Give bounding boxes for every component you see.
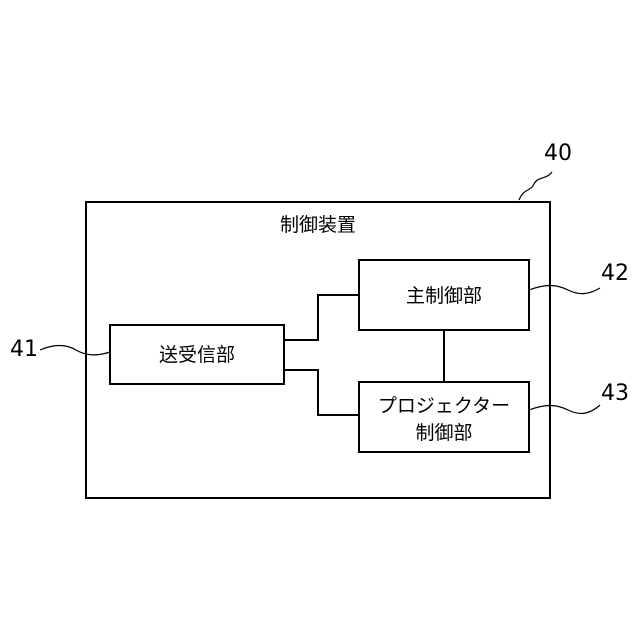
ref-number-43: 43 xyxy=(601,381,629,406)
control-device-title: 制御装置 xyxy=(280,214,356,236)
ref-number-41: 41 xyxy=(10,337,38,362)
ref-number-40: 40 xyxy=(544,141,572,166)
connector-transceiver-main xyxy=(284,295,359,340)
leader-line-42 xyxy=(529,286,600,294)
transceiver-label: 送受信部 xyxy=(159,344,235,366)
projector-control-label-line1: プロジェクター xyxy=(378,395,510,417)
main-control-label: 主制御部 xyxy=(406,285,482,307)
leader-line-43 xyxy=(529,405,600,413)
leader-line-40 xyxy=(519,172,552,200)
connector-transceiver-projector xyxy=(284,370,359,415)
leader-line-41 xyxy=(40,346,110,355)
control-device-box xyxy=(86,202,550,498)
projector-control-label-line2: 制御部 xyxy=(415,422,472,444)
ref-number-42: 42 xyxy=(601,261,629,286)
